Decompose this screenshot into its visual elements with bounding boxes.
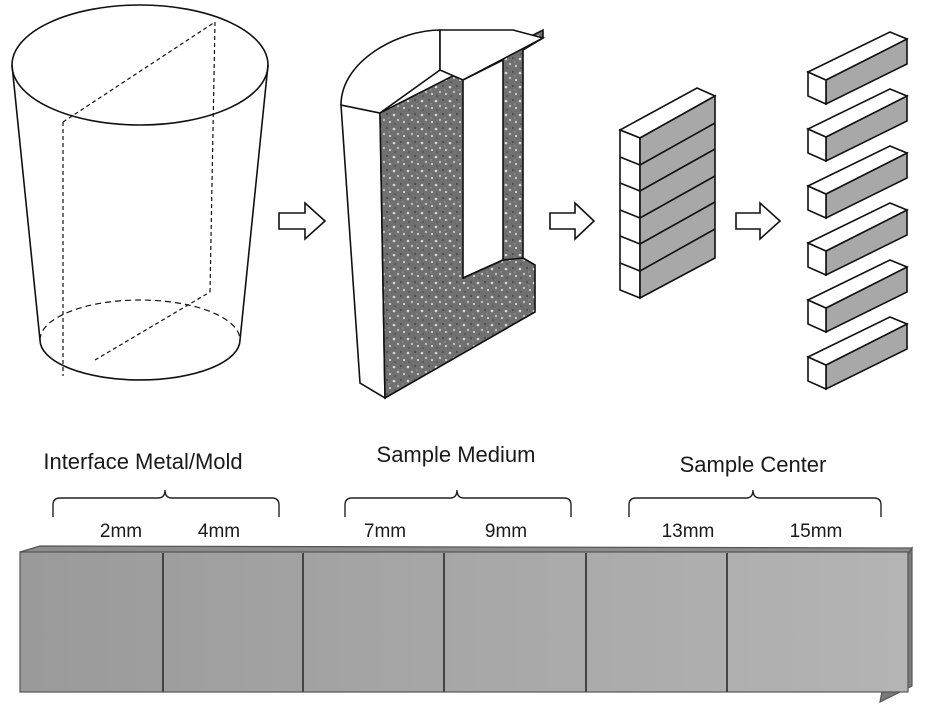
group-label-medium: Sample Medium xyxy=(377,442,536,467)
group-label-center: Sample Center xyxy=(680,452,827,477)
position-label-15mm: 15mm xyxy=(790,521,843,542)
arrow-icon xyxy=(735,201,782,241)
brace-medium xyxy=(344,489,572,517)
stacked-bars xyxy=(618,87,717,300)
separated-bar xyxy=(806,31,909,106)
separated-bar xyxy=(806,145,909,220)
arrow-icon xyxy=(549,201,596,241)
position-label-2mm: 2mm xyxy=(100,521,142,542)
position-label-4mm: 4mm xyxy=(198,521,240,542)
sectioned-half-cylinder xyxy=(340,28,546,400)
separated-bar xyxy=(806,316,909,391)
sample-bar xyxy=(19,545,914,704)
separated-bars xyxy=(806,31,909,391)
separated-bar xyxy=(806,259,909,334)
brace-interface xyxy=(52,489,280,517)
group-label-interface: Interface Metal/Mold xyxy=(43,449,242,474)
brace-center xyxy=(628,489,882,517)
separated-bar xyxy=(806,202,909,277)
separated-bar xyxy=(806,88,909,163)
casting-cylinder xyxy=(11,4,269,381)
arrow-icon xyxy=(278,201,327,241)
position-label-7mm: 7mm xyxy=(364,521,406,542)
position-label-9mm: 9mm xyxy=(485,521,527,542)
position-label-13mm: 13mm xyxy=(662,521,715,542)
